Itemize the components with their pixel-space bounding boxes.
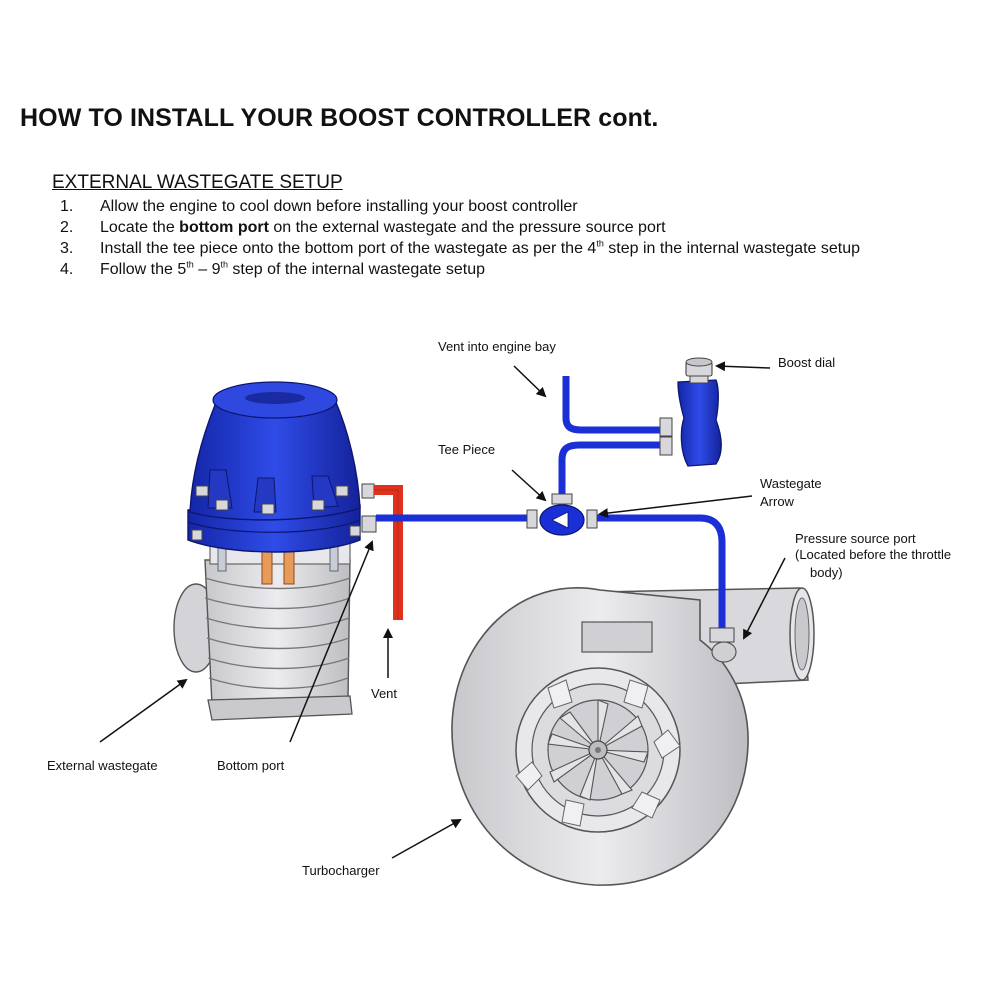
blue-hoses: [376, 376, 726, 632]
label-external-wastegate: External wastegate: [47, 758, 158, 773]
boost-controller: [659, 357, 722, 467]
label-boost-dial: Boost dial: [778, 355, 835, 370]
step-text: Follow the 5: [100, 261, 187, 278]
label-pressure-source-line3: body): [810, 565, 843, 580]
callout-arrows: [99, 361, 786, 859]
step-text: Allow the engine to cool down before ins…: [100, 198, 578, 215]
page-title: HOW TO INSTALL YOUR BOOST CONTROLLER con…: [20, 104, 659, 132]
label-wastegate-arrow-line1: Wastegate: [760, 476, 822, 491]
step-2: 2. Locate the bottom port on the external…: [60, 217, 860, 238]
step-text: – 9: [193, 261, 221, 278]
step-1: 1. Allow the engine to cool down before i…: [60, 196, 860, 217]
step-number: 2.: [60, 219, 74, 236]
tee-piece: [526, 493, 598, 536]
vent-hose: [374, 485, 403, 620]
external-wastegate: [173, 381, 377, 721]
step-number: 4.: [60, 261, 74, 278]
turbocharger: [451, 587, 815, 886]
label-pressure-source-line2: (Located before the throttle: [795, 547, 951, 562]
label-tee-piece: Tee Piece: [438, 442, 495, 457]
step-bold-text: bottom port: [179, 219, 269, 236]
step-text: Install the tee piece onto the bottom po…: [100, 240, 597, 257]
section-heading: EXTERNAL WASTEGATE SETUP: [52, 172, 343, 193]
step-superscript: th: [596, 238, 604, 249]
step-superscript: th: [220, 259, 228, 270]
step-text: Locate the: [100, 219, 180, 236]
step-number: 3.: [60, 240, 74, 257]
step-text: on the external wastegate and the pressu…: [268, 219, 666, 236]
label-turbocharger: Turbocharger: [302, 863, 380, 878]
step-number: 1.: [60, 198, 74, 215]
pressure-source-port: [709, 627, 737, 663]
step-superscript: th: [186, 259, 194, 270]
label-bottom-port: Bottom port: [217, 758, 285, 773]
step-3: 3. Install the tee piece onto the bottom …: [60, 238, 860, 259]
label-pressure-source-line1: Pressure source port: [795, 531, 916, 546]
label-vent-into-engine-bay: Vent into engine bay: [438, 339, 556, 354]
label-vent: Vent: [371, 686, 397, 701]
step-4: 4.Follow the 5th – 9th step of the inter…: [60, 259, 860, 280]
label-wastegate-arrow-line2: Arrow: [760, 494, 795, 509]
steps-list: 1. Allow the engine to cool down before i…: [60, 196, 860, 280]
step-text: step of the internal wastegate setup: [227, 261, 486, 278]
step-text: step in the internal wastegate setup: [603, 240, 861, 257]
